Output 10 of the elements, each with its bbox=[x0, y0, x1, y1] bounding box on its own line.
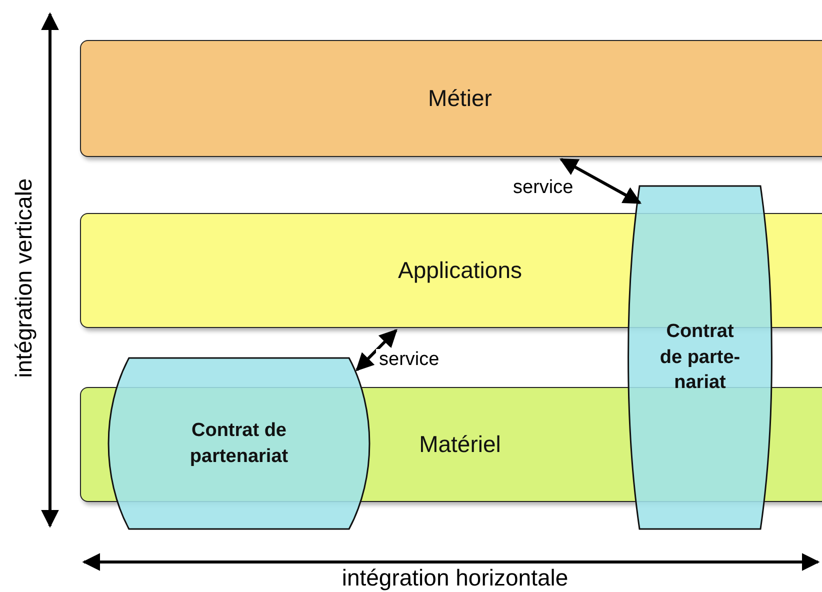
contract-label: Contrat de parte- nariat bbox=[658, 320, 742, 396]
layer-label: Matériel bbox=[419, 431, 501, 458]
double-arrow bbox=[560, 158, 642, 204]
layer-band bbox=[80, 40, 822, 157]
layer-label: Métier bbox=[428, 85, 492, 112]
contract-label: Contrat de partenariat bbox=[188, 418, 290, 468]
axis-label: intégration horizontale bbox=[342, 564, 568, 592]
axis-label: intégration verticale bbox=[10, 178, 38, 378]
layer-label: Applications bbox=[398, 257, 522, 284]
double-arrow bbox=[356, 329, 398, 372]
